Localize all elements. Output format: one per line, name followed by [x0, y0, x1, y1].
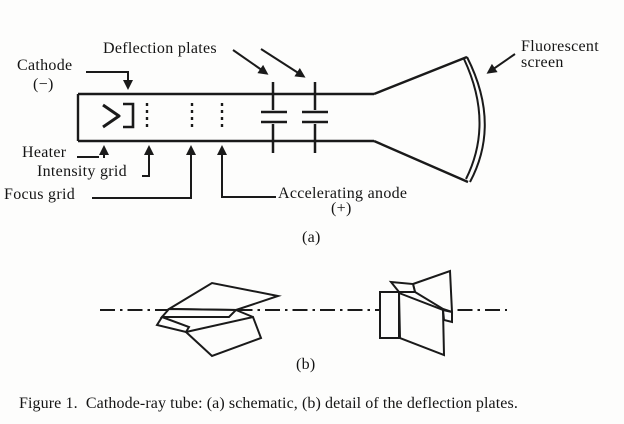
accelerating-anode-label: Accelerating anode: [278, 185, 408, 202]
part-b-label: (b): [296, 356, 316, 373]
intensity-grid-label: Intensity grid: [37, 163, 127, 180]
heater-label: Heater: [22, 144, 67, 161]
horiz-plates-top-plate: [165, 281, 282, 312]
heater-filament-symbol: [102, 103, 121, 129]
screen-inner-curve: [463, 58, 481, 180]
deflection-plates-arrow-1: [232, 49, 269, 75]
intensity-grid-pointer-arrow: [142, 145, 154, 177]
vert-plates-top-edge: [388, 280, 417, 293]
cathode-label: Cathode: [17, 57, 73, 74]
deflection-plate-pair-2: [302, 82, 328, 153]
part-a-label: (a): [302, 229, 321, 246]
cathode-polarity-label: (−): [33, 76, 54, 93]
focus-grid-pointer-arrow: [92, 145, 196, 199]
screen-outer-curve: [466, 56, 486, 183]
vert-plates-right-tab: [441, 308, 453, 324]
vert-plates-left-plate: [379, 291, 400, 339]
horiz-plates-bottom-plate: [183, 315, 263, 358]
anode-polarity-label: (+): [331, 200, 352, 217]
horiz-plates-fold-line: [235, 309, 254, 318]
tube-flare-outline: [373, 55, 469, 184]
horiz-plates-top-plate-edge: [159, 307, 239, 318]
fluorescent-screen-arrow: [486, 53, 516, 74]
heater-pointer-arrow: [77, 148, 104, 158]
fluorescent-screen-label-line1: Fluorescent: [521, 38, 599, 55]
horiz-plates-hinge-edge: [155, 315, 191, 334]
focus-grid-label: Focus grid: [4, 186, 75, 203]
deflection-plate-pair-1: [261, 82, 287, 153]
cathode-pointer-arrow: [86, 71, 133, 90]
vert-plates-near-plate: [397, 291, 446, 357]
figure-caption: Figure 1. Cathode-ray tube: (a) schemati…: [19, 395, 518, 412]
tube-body-outline: [76, 92, 374, 143]
cathode-electrode-symbol: [123, 102, 135, 129]
accelerating-anode-pointer-arrow: [217, 145, 276, 198]
fluorescent-screen-label-line2: screen: [521, 54, 564, 71]
deflection-plates-arrow-2: [260, 48, 306, 78]
deflection-plates-label: Deflection plates: [103, 40, 217, 57]
